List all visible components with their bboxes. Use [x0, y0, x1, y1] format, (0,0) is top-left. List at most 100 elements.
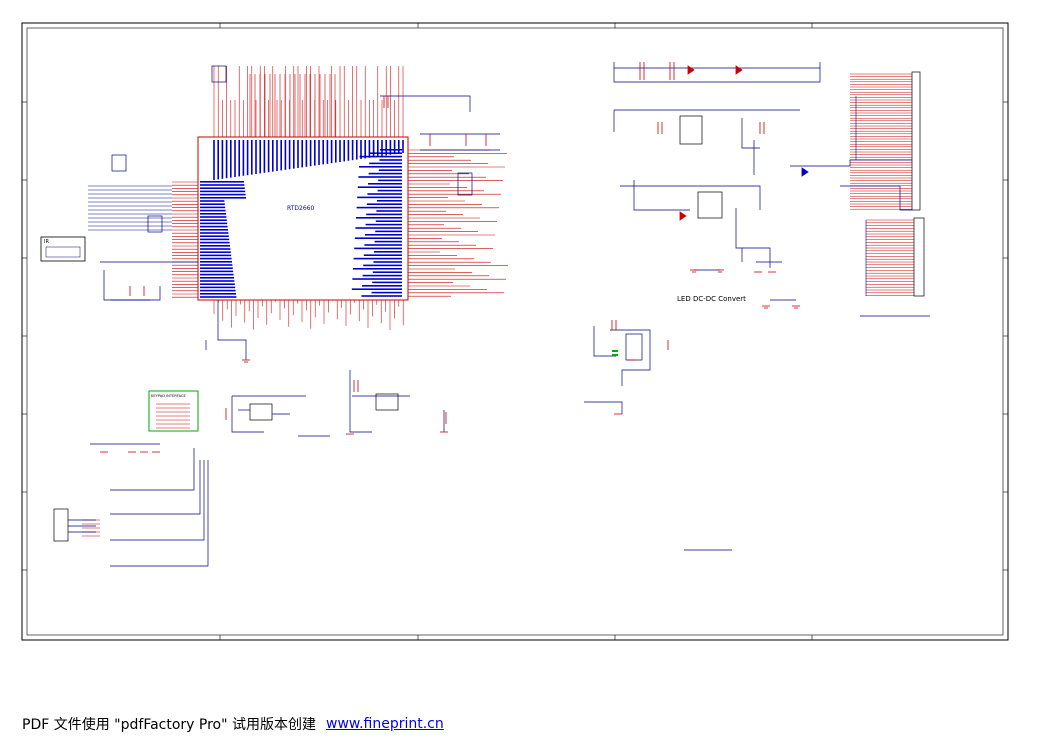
pin-label-right — [353, 257, 402, 260]
pin-label-left — [200, 193, 246, 196]
pin-label-top — [255, 140, 257, 174]
pin-label-left — [200, 286, 236, 289]
pin-label-right — [354, 237, 402, 239]
pin-label-right — [353, 268, 402, 270]
pin-label-top — [314, 140, 316, 166]
pin-label-top — [221, 140, 224, 179]
pin-label-top — [213, 140, 215, 180]
pin-label-left — [200, 216, 227, 218]
pin-label-top — [251, 140, 253, 175]
pin-label-right — [365, 223, 402, 226]
pin-label-left — [200, 181, 244, 183]
pin-label-right — [364, 244, 402, 246]
pin-label-top — [347, 140, 350, 161]
wiring-static — [68, 62, 930, 567]
pin-label-left — [200, 219, 227, 221]
pin-label-left — [200, 225, 228, 228]
pin-label-left — [200, 293, 236, 295]
pin-label-top — [322, 140, 324, 165]
pin-label-left — [200, 261, 232, 263]
pin-label-left — [200, 197, 246, 199]
pin-label-top — [368, 140, 371, 158]
pin-label-right — [357, 196, 402, 199]
pin-label-top — [238, 140, 240, 177]
pin-label-top — [230, 140, 232, 178]
pin-label-top — [297, 140, 299, 168]
pin-label-left — [200, 289, 236, 292]
pin-label-right — [355, 227, 402, 229]
pin-label-left — [200, 245, 230, 247]
pin-label-top — [301, 140, 303, 168]
schematic-sheet: RTD2660 IR KEYPAD INTERFACE LED DC-DC Co… — [21, 22, 1009, 641]
pin-label-left — [200, 190, 246, 193]
pin-label-left — [200, 241, 230, 244]
pin-label-right — [359, 155, 402, 158]
keypad-interface-label: KEYPAD INTERFACE — [151, 394, 186, 398]
pin-label-top — [356, 140, 358, 160]
pin-label-top — [398, 140, 400, 154]
ir-module-inner — [45, 246, 81, 258]
pin-label-right — [363, 254, 402, 256]
pin-label-top — [377, 140, 379, 157]
component-symbols — [129, 62, 809, 424]
pin-label-left — [200, 251, 231, 253]
pin-label-right — [363, 264, 402, 267]
ir-module-label: IR — [44, 239, 49, 245]
pin-label-right — [379, 159, 402, 161]
main-chip-body — [197, 136, 409, 301]
pin-label-top — [288, 140, 291, 170]
pin-label-right — [377, 189, 402, 192]
pin-label-top — [263, 140, 266, 173]
pin-label-left — [200, 209, 226, 212]
inner-frame — [26, 27, 1004, 636]
pin-label-right — [357, 186, 402, 188]
pin-label-top — [267, 140, 270, 173]
pin-label-left — [200, 254, 232, 257]
pin-label-top — [276, 140, 278, 171]
pin-label-top — [326, 140, 329, 164]
pin-label-right — [351, 288, 402, 290]
pin-label-left — [200, 277, 234, 279]
pin-label-left — [200, 280, 235, 282]
pin-label-left — [200, 296, 237, 298]
pin-label-left — [200, 248, 231, 250]
pin-label-right — [352, 278, 402, 280]
ground-symbols — [100, 269, 800, 453]
pin-label-left — [200, 270, 234, 273]
pin-label-left — [200, 222, 228, 225]
pin-label-right — [366, 203, 402, 205]
pin-label-left — [200, 200, 225, 202]
pin-label-top — [305, 140, 308, 167]
pin-label-right — [372, 271, 402, 273]
pin-label-top — [393, 140, 396, 155]
pin-label-top — [217, 140, 219, 180]
generated-traces — [82, 66, 914, 537]
pin-label-right — [375, 230, 402, 233]
pin-label-top — [259, 140, 261, 174]
pin-label-left — [200, 184, 245, 186]
pin-label-right — [361, 295, 402, 297]
pin-label-top — [330, 140, 333, 164]
pin-label-top — [309, 140, 312, 167]
footer-link[interactable]: www.fineprint.cn — [326, 716, 444, 732]
pin-label-right — [373, 261, 402, 263]
pin-label-top — [389, 140, 392, 155]
pin-label-top — [335, 140, 337, 163]
pin-label-top — [318, 140, 320, 165]
pin-label-top — [246, 140, 249, 176]
pin-label-top — [381, 140, 383, 156]
pin-label-right — [376, 210, 402, 212]
outer-frame — [21, 22, 1009, 641]
frame-ticks — [22, 23, 1008, 640]
pin-label-top — [339, 140, 341, 162]
pin-label-right — [362, 274, 402, 277]
pin-label-right — [356, 206, 402, 209]
pin-label-right — [378, 179, 402, 182]
pin-label-top — [225, 140, 228, 179]
pin-label-right — [354, 247, 402, 250]
keypad-interface-box — [148, 390, 199, 432]
pin-label-top — [385, 140, 387, 156]
pin-label-right — [356, 217, 402, 219]
pin-label-top — [234, 140, 236, 177]
pin-label-right — [365, 234, 402, 236]
